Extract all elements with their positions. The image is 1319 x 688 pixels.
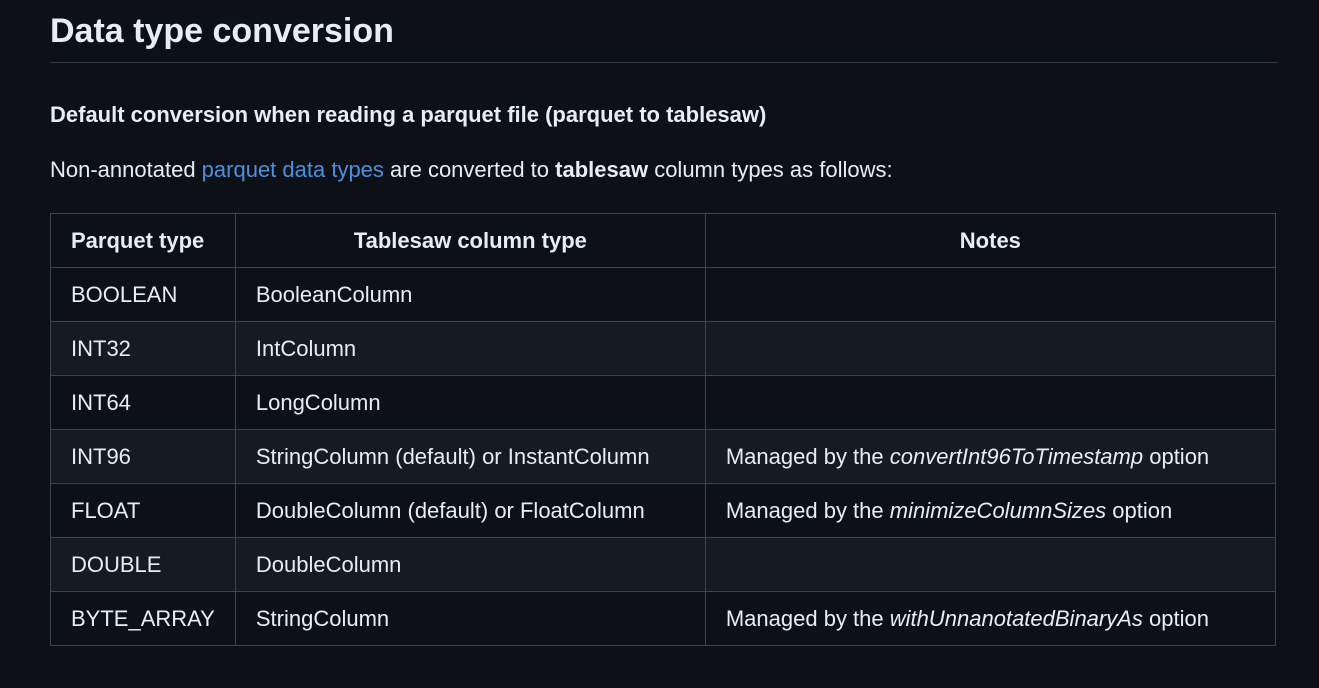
cell-tablesaw-type: LongColumn <box>234 375 706 430</box>
cell-tablesaw-type: DoubleColumn <box>234 537 706 592</box>
cell-tablesaw-type: StringColumn <box>234 591 706 646</box>
note-option-name: minimizeColumnSizes <box>889 497 1107 523</box>
cell-parquet-type: BOOLEAN <box>50 267 236 322</box>
cell-notes <box>704 321 1276 376</box>
note-option-name: convertInt96ToTimestamp <box>889 443 1144 469</box>
cell-tablesaw-type: StringColumn (default) or InstantColumn <box>234 429 706 484</box>
parquet-data-types-link[interactable]: parquet data types <box>201 157 384 182</box>
cell-tablesaw-type: DoubleColumn (default) or FloatColumn <box>234 483 706 538</box>
cell-notes: Managed by the minimizeColumnSizes optio… <box>704 483 1276 538</box>
cell-notes: Managed by the convertInt96ToTimestamp o… <box>704 429 1276 484</box>
note-prefix: Managed by the <box>725 497 890 523</box>
intro-text-before: Non-annotated <box>50 157 202 182</box>
conversion-table: Parquet type Tablesaw column type Notes … <box>50 213 1276 646</box>
note-prefix: Managed by the <box>725 443 890 469</box>
intro-text-after: column types as follows: <box>648 157 893 182</box>
intro-paragraph: Non-annotated parquet data types are con… <box>50 155 1278 185</box>
cell-tablesaw-type: IntColumn <box>234 321 706 376</box>
header-parquet-type: Parquet type <box>50 213 236 268</box>
cell-parquet-type: INT32 <box>50 321 236 376</box>
cell-notes <box>704 537 1276 592</box>
cell-notes <box>704 267 1276 322</box>
cell-notes <box>704 375 1276 430</box>
note-prefix: Managed by the <box>725 605 890 631</box>
subheading: Default conversion when reading a parque… <box>50 102 767 127</box>
cell-parquet-type: FLOAT <box>50 483 236 538</box>
markdown-body: Data type conversion Default conversion … <box>50 0 1278 646</box>
intro-text-middle: are converted to <box>383 157 556 182</box>
header-tablesaw-column-type: Tablesaw column type <box>234 213 706 268</box>
cell-parquet-type: INT96 <box>50 429 236 484</box>
cell-parquet-type: BYTE_ARRAY <box>50 591 236 646</box>
cell-parquet-type: DOUBLE <box>50 537 236 592</box>
table-header-row: Parquet type Tablesaw column type Notes <box>50 213 1276 268</box>
section-title: Data type conversion <box>50 0 1278 63</box>
note-suffix: option <box>1143 443 1210 469</box>
note-suffix: option <box>1106 497 1173 523</box>
note-option-name: withUnnanotatedBinaryAs <box>889 605 1143 631</box>
cell-notes: Managed by the withUnnanotatedBinaryAs o… <box>704 591 1276 646</box>
note-suffix: option <box>1142 605 1209 631</box>
intro-strong-tablesaw: tablesaw <box>555 157 649 182</box>
cell-parquet-type: INT64 <box>50 375 236 430</box>
cell-tablesaw-type: BooleanColumn <box>234 267 706 322</box>
header-notes: Notes <box>704 213 1276 268</box>
